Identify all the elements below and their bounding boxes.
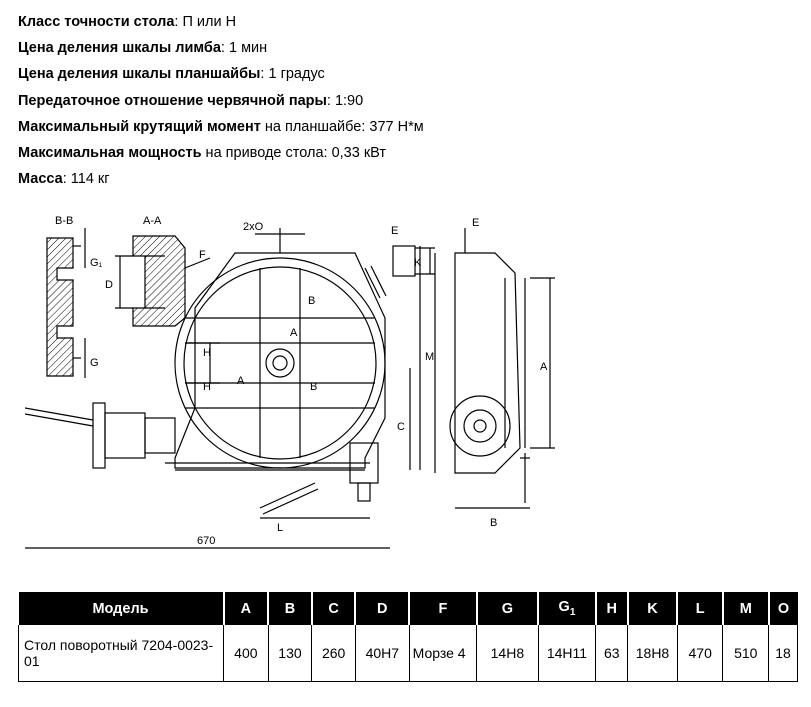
label-aa: А-А bbox=[143, 215, 162, 227]
label-h2: H bbox=[203, 381, 211, 393]
spec-limb-division: Цена деления шкалы лимба: 1 мин bbox=[18, 40, 268, 57]
spec-table: Модель A B C D F G G1 H K L M O Стол пов… bbox=[17, 592, 798, 682]
table-header-row: Модель A B C D F G G1 H K L M O bbox=[18, 592, 798, 625]
spec-list: Класс точности стола: П или Н Цена делен… bbox=[18, 9, 798, 192]
label-g: G bbox=[90, 357, 99, 369]
cell-k: 18H8 bbox=[627, 625, 678, 682]
th-k: K bbox=[627, 592, 679, 625]
label-vv: В-В bbox=[55, 215, 73, 227]
th-g1: G1 bbox=[538, 592, 597, 625]
label-670: 670 bbox=[197, 535, 215, 547]
k-detail bbox=[392, 245, 435, 277]
cell-o: 18 bbox=[768, 625, 798, 682]
label-m: M bbox=[425, 351, 434, 363]
label-a-right: A bbox=[540, 361, 548, 373]
side-view bbox=[434, 228, 555, 509]
th-c: C bbox=[311, 592, 357, 625]
th-m: M bbox=[722, 592, 770, 625]
cell-b: 130 bbox=[267, 625, 312, 682]
label-d: D bbox=[105, 279, 113, 291]
th-h: H bbox=[595, 592, 629, 625]
label-b-low: B bbox=[310, 381, 317, 393]
label-g1: G₁ bbox=[90, 257, 103, 269]
table-row: Стол поворотный 7204-0023-01 400 130 260… bbox=[17, 625, 798, 682]
th-g: G bbox=[476, 592, 540, 625]
th-l: L bbox=[677, 592, 724, 625]
cell-model: Стол поворотный 7204-0023-01 bbox=[17, 625, 224, 682]
front-view bbox=[25, 228, 421, 549]
th-a: A bbox=[223, 592, 270, 625]
label-a-center: A bbox=[290, 327, 298, 339]
cell-h: 63 bbox=[595, 625, 628, 682]
cell-l: 470 bbox=[676, 625, 723, 682]
cell-g1: 14H11 bbox=[537, 625, 596, 682]
th-model: Модель bbox=[18, 592, 225, 625]
th-b: B bbox=[268, 592, 313, 625]
th-d: D bbox=[355, 592, 411, 625]
label-b-bottom: B bbox=[490, 517, 497, 529]
label-e-left: E bbox=[391, 225, 398, 237]
cell-c: 260 bbox=[311, 625, 356, 682]
cell-g: 14H8 bbox=[476, 625, 539, 682]
section-vv bbox=[46, 228, 86, 378]
label-e-right: E bbox=[472, 217, 479, 229]
label-2xo: 2xO bbox=[243, 221, 264, 233]
label-a-left: A bbox=[237, 375, 245, 387]
label-f: F bbox=[199, 249, 206, 261]
label-h1: H bbox=[203, 347, 211, 359]
cell-m: 510 bbox=[722, 625, 769, 682]
cell-f: Морзе 4 bbox=[408, 625, 477, 682]
cell-a: 400 bbox=[223, 625, 269, 682]
label-b-top: B bbox=[308, 295, 315, 307]
technical-drawing: В-В А-А 2xO E E F D G₁ G K B A H H A B C… bbox=[25, 215, 555, 549]
spec-max-torque: Максимальный крутящий момент на планшайб… bbox=[18, 118, 424, 135]
spec-accuracy-class: Класс точности стола: П или Н bbox=[18, 14, 237, 30]
spec-faceplate-division: Цена деления шкалы планшайбы: 1 градус bbox=[18, 66, 325, 83]
label-l: L bbox=[277, 522, 283, 534]
th-o: O bbox=[768, 592, 798, 625]
spec-max-power: Максимальная мощность на приводе стола: … bbox=[18, 144, 386, 161]
spec-mass: Масса: 114 кг bbox=[18, 171, 110, 188]
th-f: F bbox=[409, 592, 478, 625]
section-aa bbox=[115, 235, 211, 327]
spec-worm-ratio: Передаточное отношение червячной пары: 1… bbox=[18, 92, 364, 109]
label-c: C bbox=[397, 421, 405, 433]
cell-d: 40H7 bbox=[354, 625, 410, 682]
label-k: K bbox=[414, 257, 422, 269]
